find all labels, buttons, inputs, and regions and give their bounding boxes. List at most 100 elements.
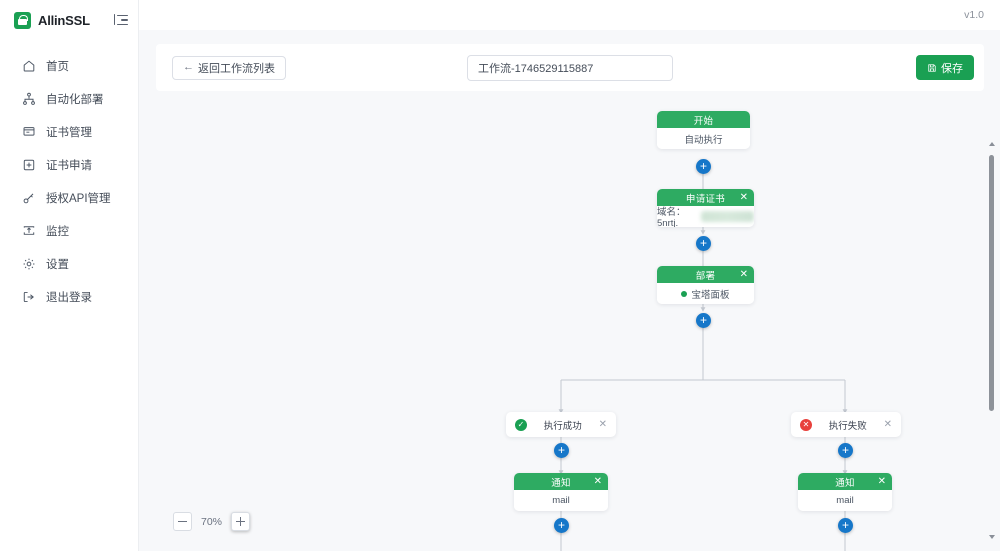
sidebar-item-label: 证书管理 bbox=[46, 126, 92, 139]
zoom-level-label: 70% bbox=[201, 515, 223, 528]
save-button-label: 保存 bbox=[941, 62, 963, 75]
sidebar-nav: 首页 自动化部署 证书管理 bbox=[0, 40, 138, 313]
scrollbar-track[interactable] bbox=[985, 150, 998, 531]
flow-node-body: 宝塔面板 bbox=[657, 283, 754, 304]
flow-node-notify-fail[interactable]: 通知 ✕ mail bbox=[798, 473, 892, 511]
flow-node-title: 通知 bbox=[551, 477, 571, 489]
sidebar-item-label: 首页 bbox=[46, 60, 69, 73]
monitor-icon bbox=[22, 224, 36, 238]
flow-node-header: 申请证书 ✕ bbox=[657, 189, 754, 206]
sidebar-item-auto-deploy[interactable]: 自动化部署 bbox=[0, 82, 138, 115]
flow-node-title: 申请证书 bbox=[685, 193, 726, 205]
add-node-button[interactable]: + bbox=[696, 236, 711, 251]
flow-branch-label: 执行失败 bbox=[828, 420, 867, 432]
flow-node-body-text: mail bbox=[552, 495, 570, 506]
lock-icon bbox=[14, 11, 31, 29]
flow-node-title: 通知 bbox=[835, 477, 855, 489]
brand-name: AllinSSL bbox=[38, 12, 90, 28]
flow-node-apply-cert[interactable]: 申请证书 ✕ 域名：5nrtj. bbox=[657, 189, 754, 227]
flow-node-body: 域名：5nrtj. bbox=[657, 206, 754, 227]
scrollbar-thumb[interactable] bbox=[989, 155, 994, 411]
redacted-domain-value bbox=[700, 211, 754, 222]
flow-node-deploy[interactable]: 部署 ✕ 宝塔面板 bbox=[657, 266, 754, 304]
flow-graph: 开始 自动执行 + 申请证书 ✕ bbox=[156, 105, 984, 551]
flow-node-header: 通知 ✕ bbox=[798, 473, 892, 490]
key-icon bbox=[22, 191, 36, 205]
workflow-name-input[interactable]: 工作流-1746529115887 bbox=[467, 54, 673, 81]
flow-node-body: mail bbox=[514, 490, 608, 511]
back-to-workflow-list-button[interactable]: ← 返回工作流列表 bbox=[172, 55, 286, 80]
logout-icon bbox=[22, 290, 36, 304]
brand-header: AllinSSL bbox=[0, 0, 138, 40]
content-area: ← 返回工作流列表 工作流-1746529115887 保存 bbox=[139, 30, 1000, 551]
flow-node-notify-success[interactable]: 通知 ✕ mail bbox=[514, 473, 608, 511]
sidebar-item-api-auth[interactable]: 授权API管理 bbox=[0, 181, 138, 214]
certificate-icon bbox=[22, 125, 36, 139]
zoom-in-button[interactable] bbox=[231, 512, 251, 531]
close-icon[interactable]: ✕ bbox=[877, 475, 886, 487]
flow-branch-success[interactable]: ✓ 执行成功 ✕ bbox=[506, 412, 616, 437]
sidebar-item-label: 自动化部署 bbox=[46, 93, 104, 106]
sidebar-item-cert-apply[interactable]: 证书申请 bbox=[0, 148, 138, 181]
sidebar-item-settings[interactable]: 设置 bbox=[0, 247, 138, 280]
workflow-toolbar: ← 返回工作流列表 工作流-1746529115887 保存 bbox=[156, 44, 984, 91]
plus-square-icon bbox=[22, 158, 36, 172]
zoom-out-button[interactable] bbox=[173, 512, 192, 531]
sidebar-item-label: 证书申请 bbox=[46, 159, 92, 172]
save-disk-icon bbox=[928, 63, 936, 72]
flow-node-body-text: 自动执行 bbox=[684, 134, 723, 146]
provider-dot-icon bbox=[681, 290, 688, 297]
sidebar-item-logout[interactable]: 退出登录 bbox=[0, 280, 138, 313]
add-node-button[interactable]: + bbox=[554, 518, 569, 533]
zoom-controls: 70% bbox=[173, 512, 251, 531]
success-check-icon: ✓ bbox=[515, 418, 527, 431]
flow-branch-fail[interactable]: ✕ 执行失败 ✕ bbox=[791, 412, 901, 437]
arrow-left-icon: ← bbox=[183, 61, 194, 73]
back-button-label: 返回工作流列表 bbox=[198, 62, 275, 75]
sidebar-item-home[interactable]: 首页 bbox=[0, 49, 138, 82]
add-node-button[interactable]: + bbox=[838, 443, 853, 458]
add-node-button[interactable]: + bbox=[696, 159, 711, 174]
error-cross-icon: ✕ bbox=[800, 418, 812, 431]
workflow-name-value: 工作流-1746529115887 bbox=[478, 62, 594, 75]
add-node-button[interactable]: + bbox=[554, 443, 569, 458]
close-icon[interactable]: ✕ bbox=[883, 419, 892, 430]
add-node-button[interactable]: + bbox=[696, 313, 711, 328]
close-icon[interactable]: ✕ bbox=[739, 268, 748, 280]
sidebar-item-label: 授权API管理 bbox=[46, 192, 111, 205]
main-area: v1.0 ← 返回工作流列表 工作流-1746529115887 保存 bbox=[139, 0, 1000, 551]
workflow-canvas[interactable]: 开始 自动执行 + 申请证书 ✕ bbox=[156, 105, 984, 551]
flow-node-body: 自动执行 bbox=[657, 128, 750, 149]
flow-node-title: 开始 bbox=[693, 115, 714, 127]
flow-node-header: 通知 ✕ bbox=[514, 473, 608, 490]
collapse-menu-icon[interactable] bbox=[114, 13, 128, 27]
flow-node-body-text: mail bbox=[836, 495, 854, 506]
gear-icon bbox=[22, 257, 36, 271]
topbar: v1.0 bbox=[139, 0, 1000, 30]
flow-node-header: 部署 ✕ bbox=[657, 266, 754, 283]
close-icon[interactable]: ✕ bbox=[598, 419, 607, 430]
sidebar-item-monitor[interactable]: 监控 bbox=[0, 214, 138, 247]
canvas-vertical-scrollbar[interactable] bbox=[985, 138, 998, 543]
flow-node-start[interactable]: 开始 自动执行 bbox=[657, 111, 750, 149]
flow-branch-label: 执行成功 bbox=[543, 420, 582, 432]
save-button[interactable]: 保存 bbox=[916, 55, 974, 80]
flow-node-body-text: 域名：5nrtj. bbox=[657, 207, 686, 227]
flow-node-body: mail bbox=[798, 490, 892, 511]
close-icon[interactable]: ✕ bbox=[593, 475, 602, 487]
flow-node-title: 部署 bbox=[695, 270, 716, 282]
scroll-down-arrow-icon[interactable] bbox=[985, 531, 998, 543]
sidebar-item-cert-manage[interactable]: 证书管理 bbox=[0, 115, 138, 148]
scroll-up-arrow-icon[interactable] bbox=[985, 138, 998, 150]
add-node-button[interactable]: + bbox=[838, 518, 853, 533]
sidebar-item-label: 设置 bbox=[46, 258, 69, 271]
sitemap-icon bbox=[22, 92, 36, 106]
sidebar-item-label: 退出登录 bbox=[46, 291, 92, 304]
version-label: v1.0 bbox=[964, 9, 984, 21]
close-icon[interactable]: ✕ bbox=[739, 191, 748, 203]
flow-node-body-text: 宝塔面板 bbox=[691, 289, 730, 301]
home-icon bbox=[22, 59, 36, 73]
flow-node-header: 开始 bbox=[657, 111, 750, 128]
sidebar-item-label: 监控 bbox=[46, 225, 69, 238]
